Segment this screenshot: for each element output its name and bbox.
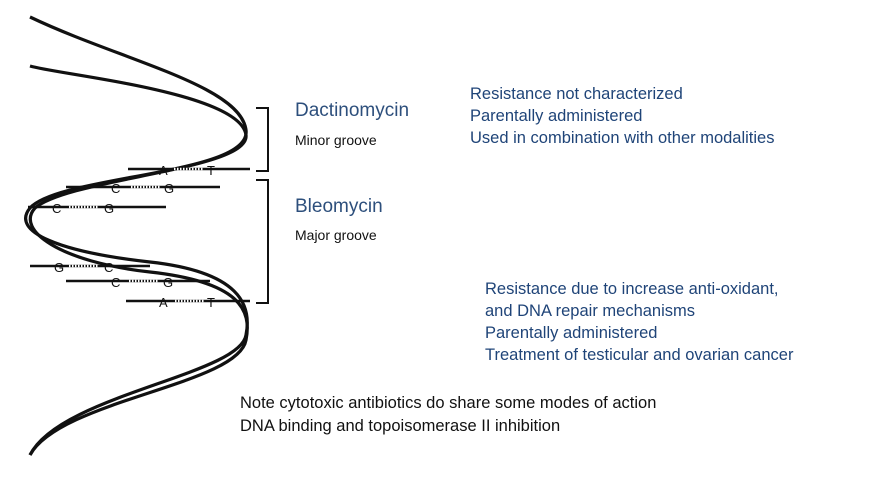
base-pair-2-left: C — [111, 181, 120, 196]
base-pair-6: A T — [126, 295, 250, 310]
bleomycin-note-2: and DNA repair mechanisms — [485, 302, 696, 320]
base-pair-1-left: A — [159, 163, 168, 178]
bleomycin-notes: Resistance due to increase anti-oxidant,… — [485, 278, 793, 366]
base-pair-1: A T — [128, 163, 250, 178]
bleomycin-groove: Major groove — [295, 227, 377, 243]
dactinomycin-note-1: Resistance not characterized — [470, 85, 683, 103]
dactinomycin-notes: Resistance not characterized Parentally … — [470, 83, 775, 149]
base-pair-4-right: C — [104, 260, 113, 275]
base-pair-4-left: G — [54, 260, 64, 275]
bleomycin-title: Bleomycin — [295, 196, 383, 217]
dactinomycin-groove: Minor groove — [295, 132, 377, 148]
minor-groove-bracket — [256, 107, 269, 172]
base-pair-1-right: T — [207, 163, 215, 178]
footer-note: Note cytotoxic antibiotics do share some… — [240, 392, 656, 438]
base-pair-5: C G — [66, 275, 210, 290]
major-groove-bracket — [256, 179, 269, 304]
base-pair-2: C G — [66, 181, 220, 196]
base-pair-3: C G — [28, 201, 166, 216]
footer-line-1: Note cytotoxic antibiotics do share some… — [240, 394, 657, 412]
bleomycin-note-1: Resistance due to increase anti-oxidant, — [485, 280, 779, 298]
base-pair-5-left: C — [111, 275, 120, 290]
dna-strand-2 — [28, 64, 249, 456]
dna-strand-1 — [24, 15, 249, 456]
base-pair-6-left: A — [159, 295, 168, 310]
footer-line-2: DNA binding and topoisomerase II inhibit… — [240, 417, 561, 435]
dactinomycin-note-2: Parentally administered — [470, 107, 643, 125]
base-pair-5-right: G — [163, 275, 173, 290]
dactinomycin-note-3: Used in combination with other modalitie… — [470, 129, 775, 147]
base-pair-4: G C — [30, 260, 150, 275]
base-pair-2-right: G — [164, 181, 174, 196]
bleomycin-note-3: Parentally administered — [485, 324, 658, 342]
bleomycin-note-4: Treatment of testicular and ovarian canc… — [485, 346, 794, 364]
base-pair-3-right: G — [104, 201, 114, 216]
dactinomycin-title: Dactinomycin — [295, 100, 410, 121]
base-pair-3-left: C — [52, 201, 61, 216]
base-pair-6-right: T — [207, 295, 215, 310]
